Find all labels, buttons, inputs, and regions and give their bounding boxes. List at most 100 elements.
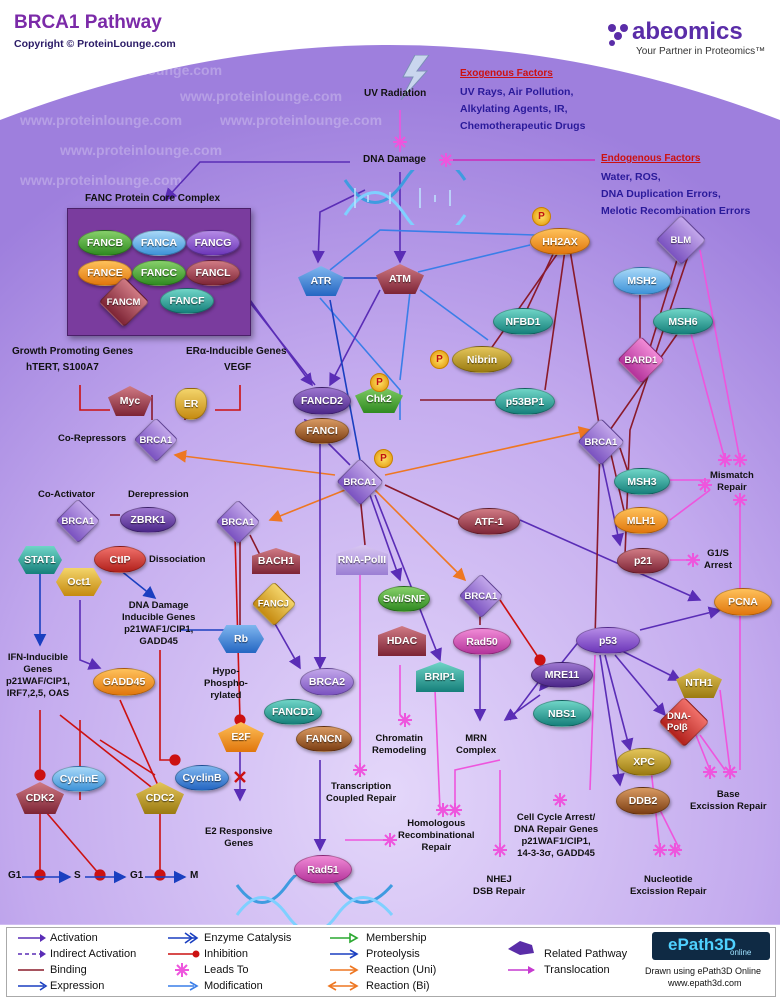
node-label-brca1-coact: BRCA1 [61, 515, 95, 527]
node-label-fanc-7: FANCF [169, 295, 205, 307]
exogenous-list: UV Rays, Air Pollution,Alkylating Agents… [460, 84, 585, 135]
legend-symbols [18, 932, 535, 991]
nhej-label-line: DSB Repair [473, 886, 526, 897]
node-label-p21: p21 [633, 555, 653, 567]
legend-item: Leads To [204, 964, 249, 976]
node-label-mlh1: MLH1 [626, 514, 656, 527]
legend-item: Indirect Activation [50, 948, 137, 960]
node-label-brca1-center: BRCA1 [343, 476, 377, 488]
growth-genes-title: Growth Promoting Genes [12, 346, 134, 357]
node-label-blm: BLM [670, 234, 692, 246]
cycle-phase: S [74, 870, 81, 881]
node-label-fanc-2: FANCG [194, 237, 232, 249]
epath-url: www.epath3d.com [668, 978, 742, 988]
ifn-genes-line: IRF7,2,5, OAS [6, 688, 70, 699]
dna-helix-bottom-icon [235, 875, 394, 925]
drawn-with: Drawn using ePath3D Online [645, 966, 762, 976]
ber-label-line: Excission Repair [690, 801, 767, 812]
node-label-brip1: BRIP1 [424, 671, 456, 683]
leads-to-marker [733, 493, 747, 507]
leads-to-marker [703, 765, 717, 779]
node-hh2ax: HH2AX [530, 228, 590, 255]
dna-damage-label: DNA Damage [363, 154, 426, 165]
node-label-msh2: MSH2 [627, 275, 657, 287]
node-label-ctip: CtIP [109, 553, 131, 566]
node-label-pcna: PCNA [728, 596, 758, 608]
node-cyclin-b: CyclinB [175, 765, 229, 791]
node-swisnf: Swi/SNF [378, 586, 430, 612]
legend-item: Binding [50, 964, 87, 976]
node-fancd1: FANCD1 [264, 699, 322, 725]
node-label-fanc-4: FANCC [140, 267, 178, 279]
e2-genes-line: E2 Responsive [205, 826, 273, 837]
mismatch-label-line: Repair [717, 482, 747, 493]
e2-genes-line: Genes [224, 838, 254, 849]
chromatin-label-line: Chromatin [375, 733, 423, 744]
node-msh6: MSH6 [653, 308, 713, 335]
epath-logo-sub: online [730, 948, 752, 957]
node-label-nth1: NTH1 [685, 677, 713, 689]
node-fanc-2: FANCG [186, 230, 240, 256]
node-fanc-1: FANCA [132, 230, 186, 256]
node-label-rnapol: RNA-PolII [337, 554, 387, 566]
node-label-myc: Myc [119, 395, 141, 407]
coactivator-label: Co-Activator [38, 489, 96, 500]
abeomics-mark-icon [608, 24, 628, 46]
derepression-label: Derepression [128, 489, 189, 500]
node-label-cdk2: CDK2 [25, 792, 55, 804]
cell-cycle-genes-line: 14-3-3σ, GADD45 [517, 848, 595, 859]
watermark-text: www.proteinlounge.com [180, 88, 343, 104]
node-label-atf1: ATF-1 [474, 515, 504, 528]
leads-to-marker [698, 478, 712, 492]
node-label-cyclin-b: CyclinB [182, 772, 222, 784]
node-label-hh2ax: HH2AX [542, 235, 578, 248]
watermark-text: www.proteinlounge.com [60, 62, 223, 78]
exogenous-title: Exogenous Factors [460, 68, 553, 79]
exogenous-list-line: UV Rays, Air Pollution, [460, 86, 574, 98]
leads-to-marker [733, 453, 747, 467]
brand-name: abeomics [632, 18, 743, 45]
node-msh3: MSH3 [614, 468, 670, 495]
node-atm: ATM [376, 264, 424, 294]
ner-label-line: Excission Repair [630, 886, 707, 897]
node-label-er: ER [183, 398, 199, 410]
legend-item: Activation [50, 932, 98, 944]
dna-damage-genes-line: p21WAF1/CIP1, [124, 624, 194, 635]
node-fanc-7: FANCF [160, 288, 214, 314]
copyright: Copyright © ProteinLounge.com [14, 38, 176, 50]
node-label-brca2: BRCA2 [308, 676, 346, 688]
legend-panel [6, 927, 776, 997]
endogenous-list: Water, ROS,DNA Duplication Errors,Meloti… [601, 169, 750, 220]
watermark-text: www.proteinlounge.com [20, 112, 183, 128]
cell-cycle-genes-line: p21WAF1/CIP1, [521, 836, 591, 847]
ifn-genes-line: IFN-Inducible [7, 652, 69, 663]
corepressors-label: Co-Repressors [58, 433, 127, 444]
node-label-msh3: MSH3 [627, 475, 657, 488]
node-label-mre11: MRE11 [544, 669, 580, 681]
node-label-fanc-1: FANCA [140, 237, 178, 249]
legend-item: Reaction (Bi) [366, 980, 430, 992]
ifn-genes-line: Genes [23, 664, 53, 675]
node-pcna: PCNA [714, 588, 772, 616]
node-label-fanc-0: FANCB [86, 237, 124, 249]
leads-to-marker [383, 833, 397, 847]
node-zbrk1: ZBRK1 [120, 507, 176, 533]
g1s-label-line: G1/S [707, 548, 729, 559]
phosphorylation-badge: P [532, 207, 551, 226]
node-label-fanci: FANCI [306, 425, 338, 437]
node-label-ddb2: DDB2 [628, 795, 658, 807]
node-label-zbrk1: ZBRK1 [130, 514, 166, 526]
leads-to-marker [718, 453, 732, 467]
legend-item: Enzyme Catalysis [204, 932, 292, 944]
node-nbs1: NBS1 [533, 700, 591, 727]
dna-damage-genes-line: GADD45 [139, 636, 178, 647]
node-mlh1: MLH1 [614, 507, 668, 534]
tcr-label-line: Coupled Repair [326, 793, 397, 804]
node-label-atm: ATM [389, 273, 411, 285]
